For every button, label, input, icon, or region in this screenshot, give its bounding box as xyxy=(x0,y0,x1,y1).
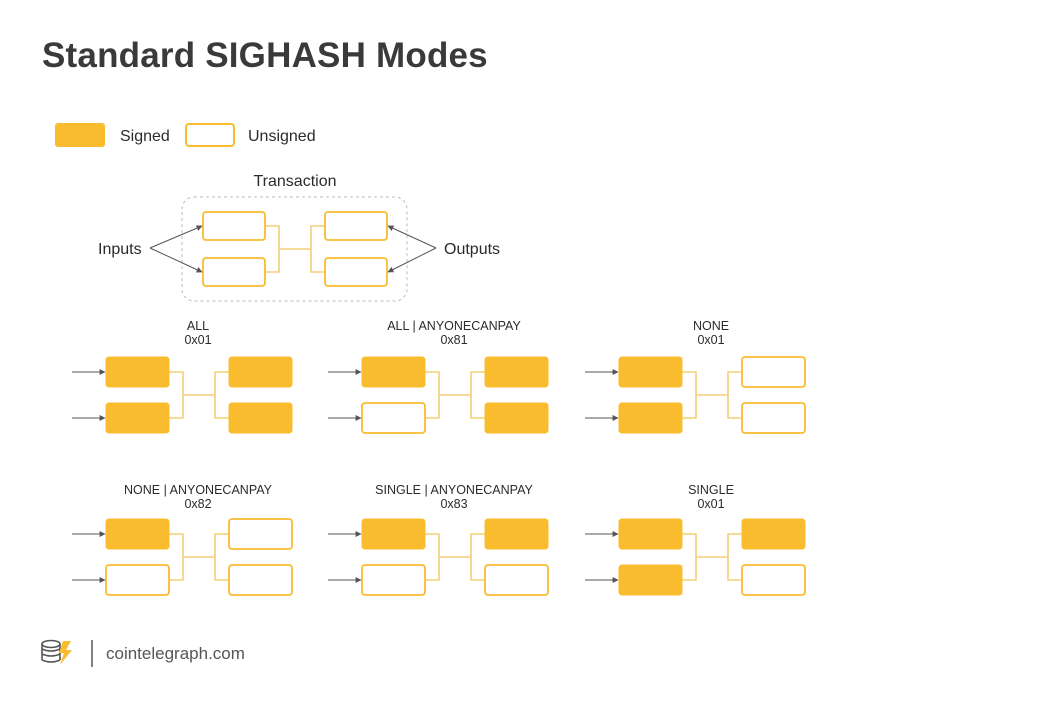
cointelegraph-logo-icon xyxy=(41,639,72,665)
mode-none-output-2-unsigned xyxy=(741,402,806,434)
mode-all-anyonecanpay-output-2-signed xyxy=(484,402,549,434)
mode-single-code: 0x01 xyxy=(697,497,724,511)
mode-none-anyonecanpay-output-2-unsigned xyxy=(228,564,293,596)
inputs-label: Inputs xyxy=(98,241,142,258)
brand-name: cointelegraph.com xyxy=(106,644,245,663)
mode-none-code: 0x01 xyxy=(697,333,724,347)
mode-all-output-1-signed xyxy=(228,356,293,388)
transaction-label: Transaction xyxy=(254,173,337,190)
mode-none-anyonecanpay-input-2-unsigned xyxy=(105,564,170,596)
footer: cointelegraph.com xyxy=(41,639,245,667)
mode-single-anyonecanpay-output-2-unsigned xyxy=(484,564,549,596)
legend-signed-swatch xyxy=(55,123,105,147)
mode-single-connectors xyxy=(682,533,742,581)
mode-none-input-2-signed xyxy=(618,402,683,434)
overview-input-2-unsigned xyxy=(202,257,266,287)
mode-none-anyonecanpay-name: NONE | ANYONECANPAY xyxy=(124,483,273,497)
mode-none-output-1-unsigned xyxy=(741,356,806,388)
mode-none-anyonecanpay-connectors xyxy=(169,533,229,581)
overview-connectors xyxy=(265,225,325,273)
inputs-arrow-1 xyxy=(149,225,203,249)
mode-none-name: NONE xyxy=(693,319,729,333)
mode-single-anyonecanpay-input-1-signed xyxy=(361,518,426,550)
mode-single-anyonecanpay-input-2-unsigned xyxy=(361,564,426,596)
overview-input-1-unsigned xyxy=(202,211,266,241)
mode-all-input-2-signed xyxy=(105,402,170,434)
inputs-arrow-2 xyxy=(149,247,203,273)
page-title: Standard SIGHASH Modes xyxy=(42,36,488,75)
mode-all-output-2-signed xyxy=(228,402,293,434)
mode-single-output-2-unsigned xyxy=(741,564,806,596)
transaction-overview: Transaction Inputs Outputs xyxy=(98,173,500,302)
overview-output-2-unsigned xyxy=(324,257,388,287)
mode-all-anyonecanpay-code: 0x81 xyxy=(440,333,467,347)
mode-all-code: 0x01 xyxy=(184,333,211,347)
mode-single-anyonecanpay-name: SINGLE | ANYONECANPAY xyxy=(375,483,533,497)
legend-unsigned-swatch xyxy=(185,123,235,147)
legend: Signed Unsigned xyxy=(55,123,316,147)
outputs-arrow-2 xyxy=(387,247,437,273)
outputs-label: Outputs xyxy=(444,241,500,258)
outputs-arrow-1 xyxy=(387,225,437,249)
mode-single-anyonecanpay-output-1-signed xyxy=(484,518,549,550)
transaction-frame xyxy=(181,196,408,302)
legend-unsigned-label: Unsigned xyxy=(248,128,316,145)
mode-single-input-1-signed xyxy=(618,518,683,550)
mode-all-anyonecanpay-name: ALL | ANYONECANPAY xyxy=(387,319,521,333)
mode-single-output-1-signed xyxy=(741,518,806,550)
mode-single-name: SINGLE xyxy=(688,483,734,497)
mode-all-anyonecanpay-output-1-signed xyxy=(484,356,549,388)
overview-output-1-unsigned xyxy=(324,211,388,241)
mode-all-name: ALL xyxy=(187,319,209,333)
mode-none-anyonecanpay-code: 0x82 xyxy=(184,497,211,511)
mode-all-anyonecanpay-input-2-unsigned xyxy=(361,402,426,434)
mode-all-anyonecanpay-connectors xyxy=(425,371,485,419)
mode-none-anyonecanpay-output-1-unsigned xyxy=(228,518,293,550)
legend-signed-label: Signed xyxy=(120,128,170,145)
mode-single-anyonecanpay-code: 0x83 xyxy=(440,497,467,511)
mode-single-input-2-signed xyxy=(618,564,683,596)
mode-none-input-1-signed xyxy=(618,356,683,388)
mode-all-input-1-signed xyxy=(105,356,170,388)
mode-none-anyonecanpay-input-1-signed xyxy=(105,518,170,550)
mode-none-connectors xyxy=(682,371,742,419)
mode-all-connectors xyxy=(169,371,229,419)
mode-all-anyonecanpay-input-1-signed xyxy=(361,356,426,388)
mode-single-anyonecanpay-connectors xyxy=(425,533,485,581)
